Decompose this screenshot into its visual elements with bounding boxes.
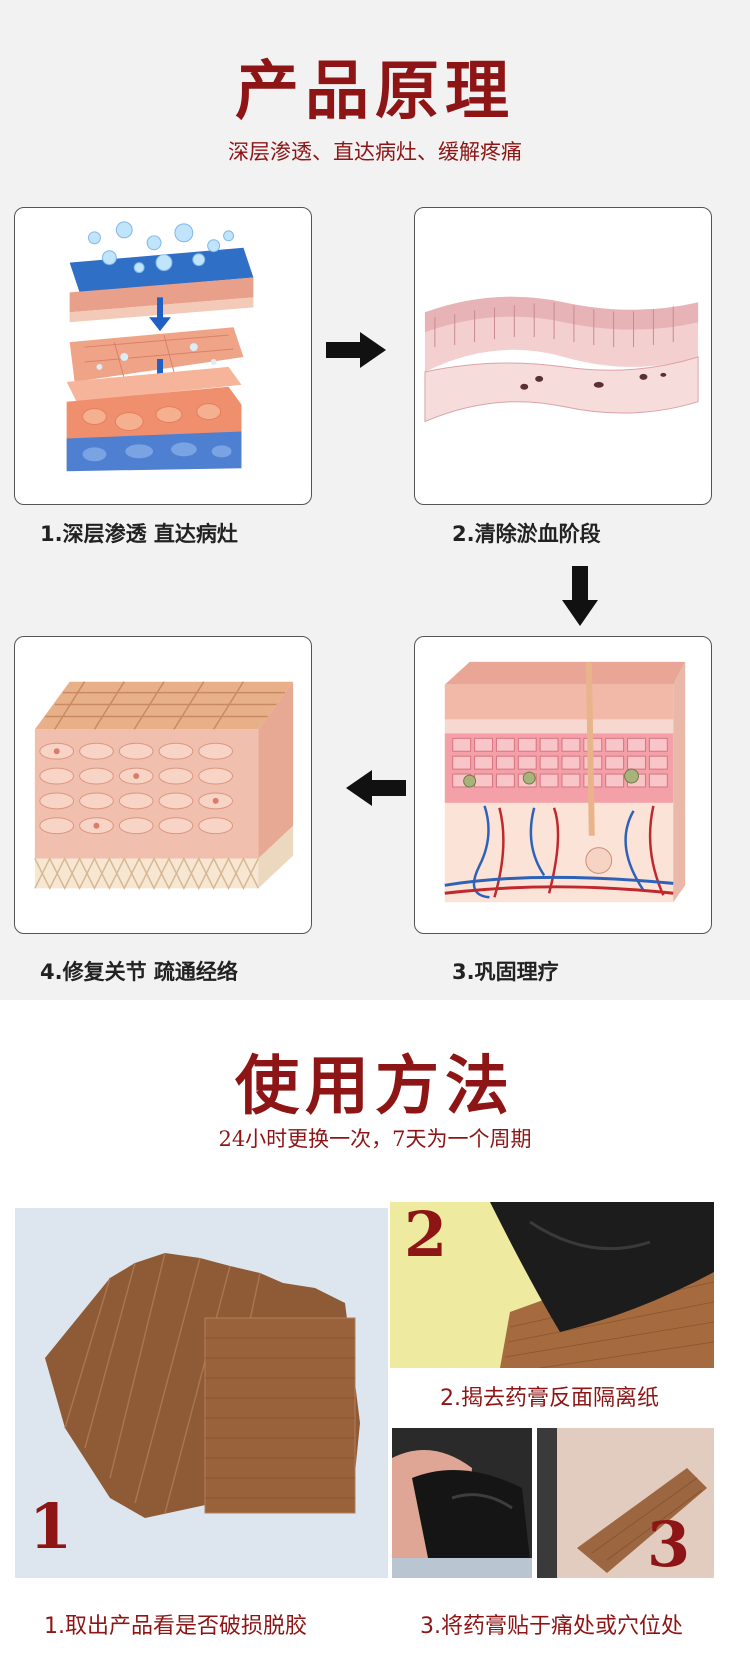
step1-photo: 1 [15,1208,388,1578]
step3-label: 3.巩固理疗 [452,960,559,984]
step3-photo-skin: 3 [537,1428,714,1578]
step1-label: 1.深层渗透 直达病灶 [40,522,238,546]
principle-section: 产品原理 深层渗透、直达病灶、缓解疼痛 [0,0,750,1000]
step1-badge: 1 [29,1490,73,1563]
principle-subtitle: 深层渗透、直达病灶、缓解疼痛 [228,140,522,164]
step2-label: 2.清除淤血阶段 [452,522,601,546]
arrow-right-icon [326,332,386,368]
step4-illustration [14,636,312,934]
usage-subtitle: 24小时更换一次，7天为一个周期 [218,1127,532,1151]
usage-step2-caption: 2.揭去药膏反面隔离纸 [440,1386,659,1411]
step3-photo-hand [392,1428,532,1578]
usage-step1-caption: 1.取出产品看是否破损脱胶 [44,1614,307,1639]
step2-illustration [414,207,712,505]
step4-label: 4.修复关节 疏通经络 [40,960,238,984]
arrow-down-icon [562,566,598,626]
step3-illustration [414,636,712,934]
step3-badge: 3 [647,1508,691,1578]
step2-photo: 2 [390,1202,714,1368]
principle-title: 产品原理 [235,54,515,129]
usage-section: 使用方法 24小时更换一次，7天为一个周期 1 1.取出产品看是否破损脱胶 [0,1000,750,1653]
usage-step3-caption: 3.将药膏贴于痛处或穴位处 [420,1614,683,1639]
usage-title: 使用方法 [235,1049,515,1124]
step1-illustration [14,207,312,505]
step2-badge: 2 [404,1202,448,1271]
arrow-left-icon [346,770,406,806]
